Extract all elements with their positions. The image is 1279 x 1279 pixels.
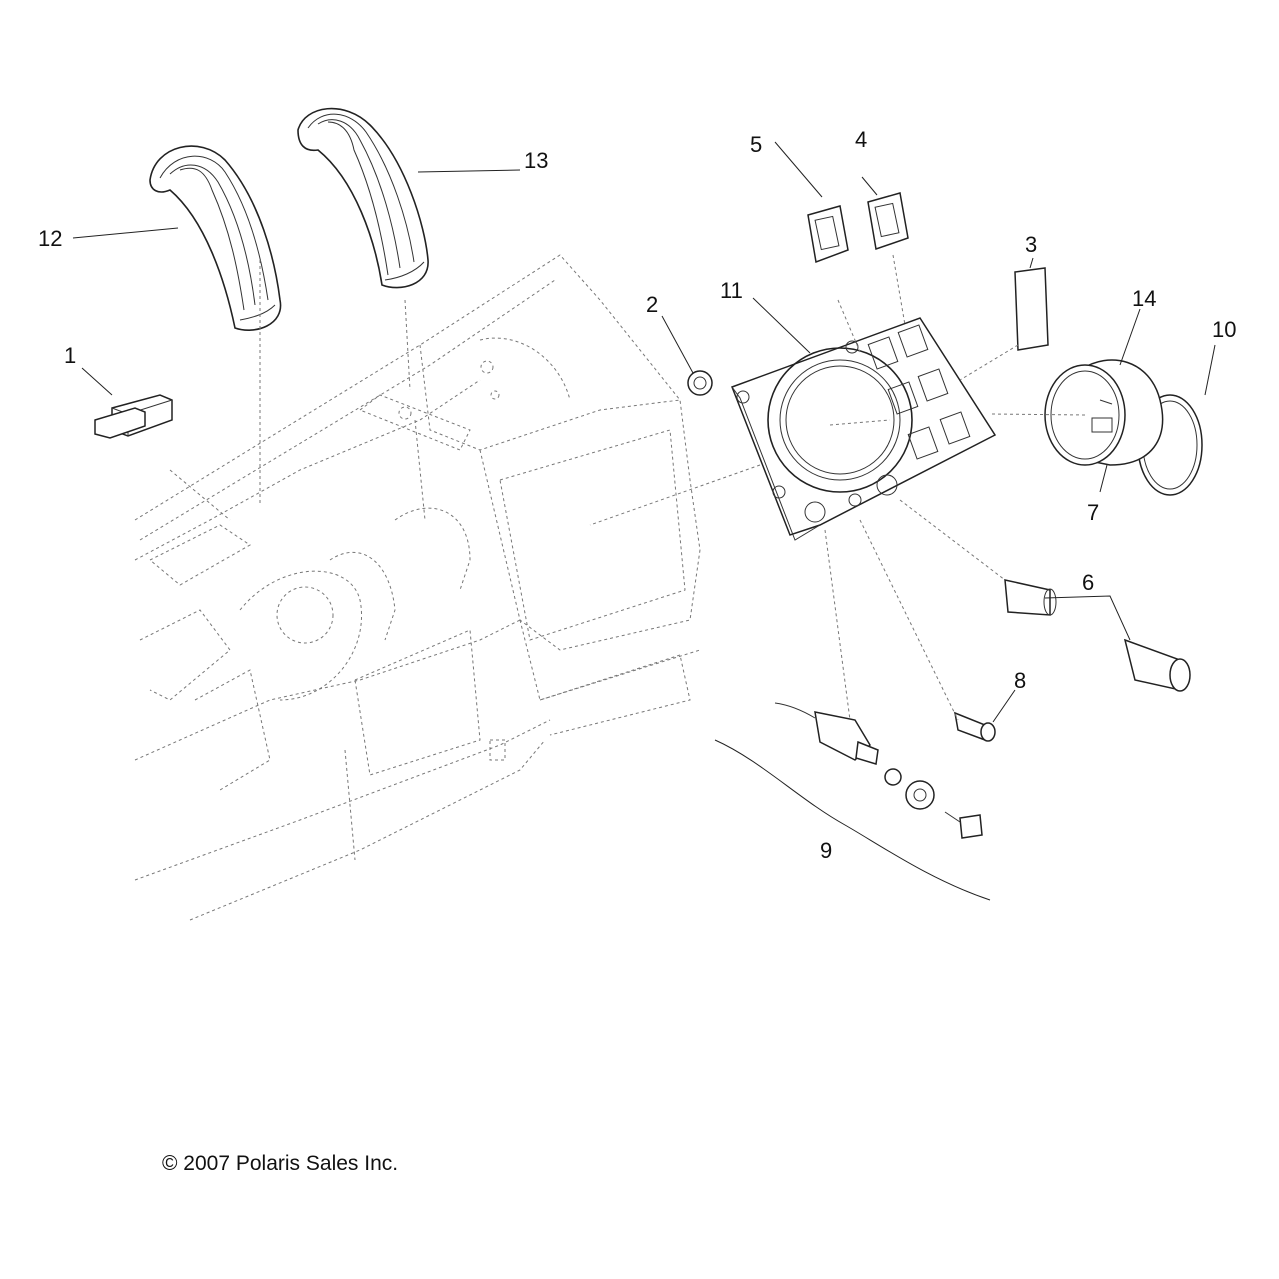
callout-6: 6 (1082, 570, 1094, 595)
part-9-key-switch (714, 702, 991, 901)
callout-2: 2 (646, 292, 658, 317)
dashboard-outline (134, 254, 701, 921)
leader-lines (72, 141, 1216, 723)
part-5-switch (807, 205, 849, 264)
part-2-nut (687, 370, 713, 396)
callout-7: 7 (1087, 500, 1099, 525)
callout-13: 13 (524, 148, 548, 173)
callout-11: 11 (720, 278, 743, 303)
callout-10: 10 (1212, 317, 1236, 342)
callout-5: 5 (750, 132, 762, 157)
callout-1: 1 (64, 343, 76, 368)
part-3-label (1014, 267, 1049, 351)
part-1-plug (94, 394, 173, 439)
part-13-grip-right (297, 107, 429, 289)
callout-8: 8 (1014, 668, 1026, 693)
part-6-socket (1004, 579, 1191, 692)
part-14-gauge (1044, 359, 1203, 496)
part-8-plug (954, 711, 996, 742)
callout-3: 3 (1025, 232, 1037, 257)
callout-4: 4 (855, 127, 867, 152)
part-12-grip-left (149, 145, 282, 331)
part-11-instrument-pod (731, 317, 997, 541)
callout-14: 14 (1132, 286, 1156, 311)
callout-12: 12 (38, 226, 62, 251)
callouts: 1 2 3 4 5 6 7 8 9 10 11 12 13 14 (38, 127, 1236, 863)
callout-9: 9 (820, 838, 832, 863)
copyright-text: © 2007 Polaris Sales Inc. (162, 1152, 398, 1175)
part-4-switch (867, 192, 909, 250)
